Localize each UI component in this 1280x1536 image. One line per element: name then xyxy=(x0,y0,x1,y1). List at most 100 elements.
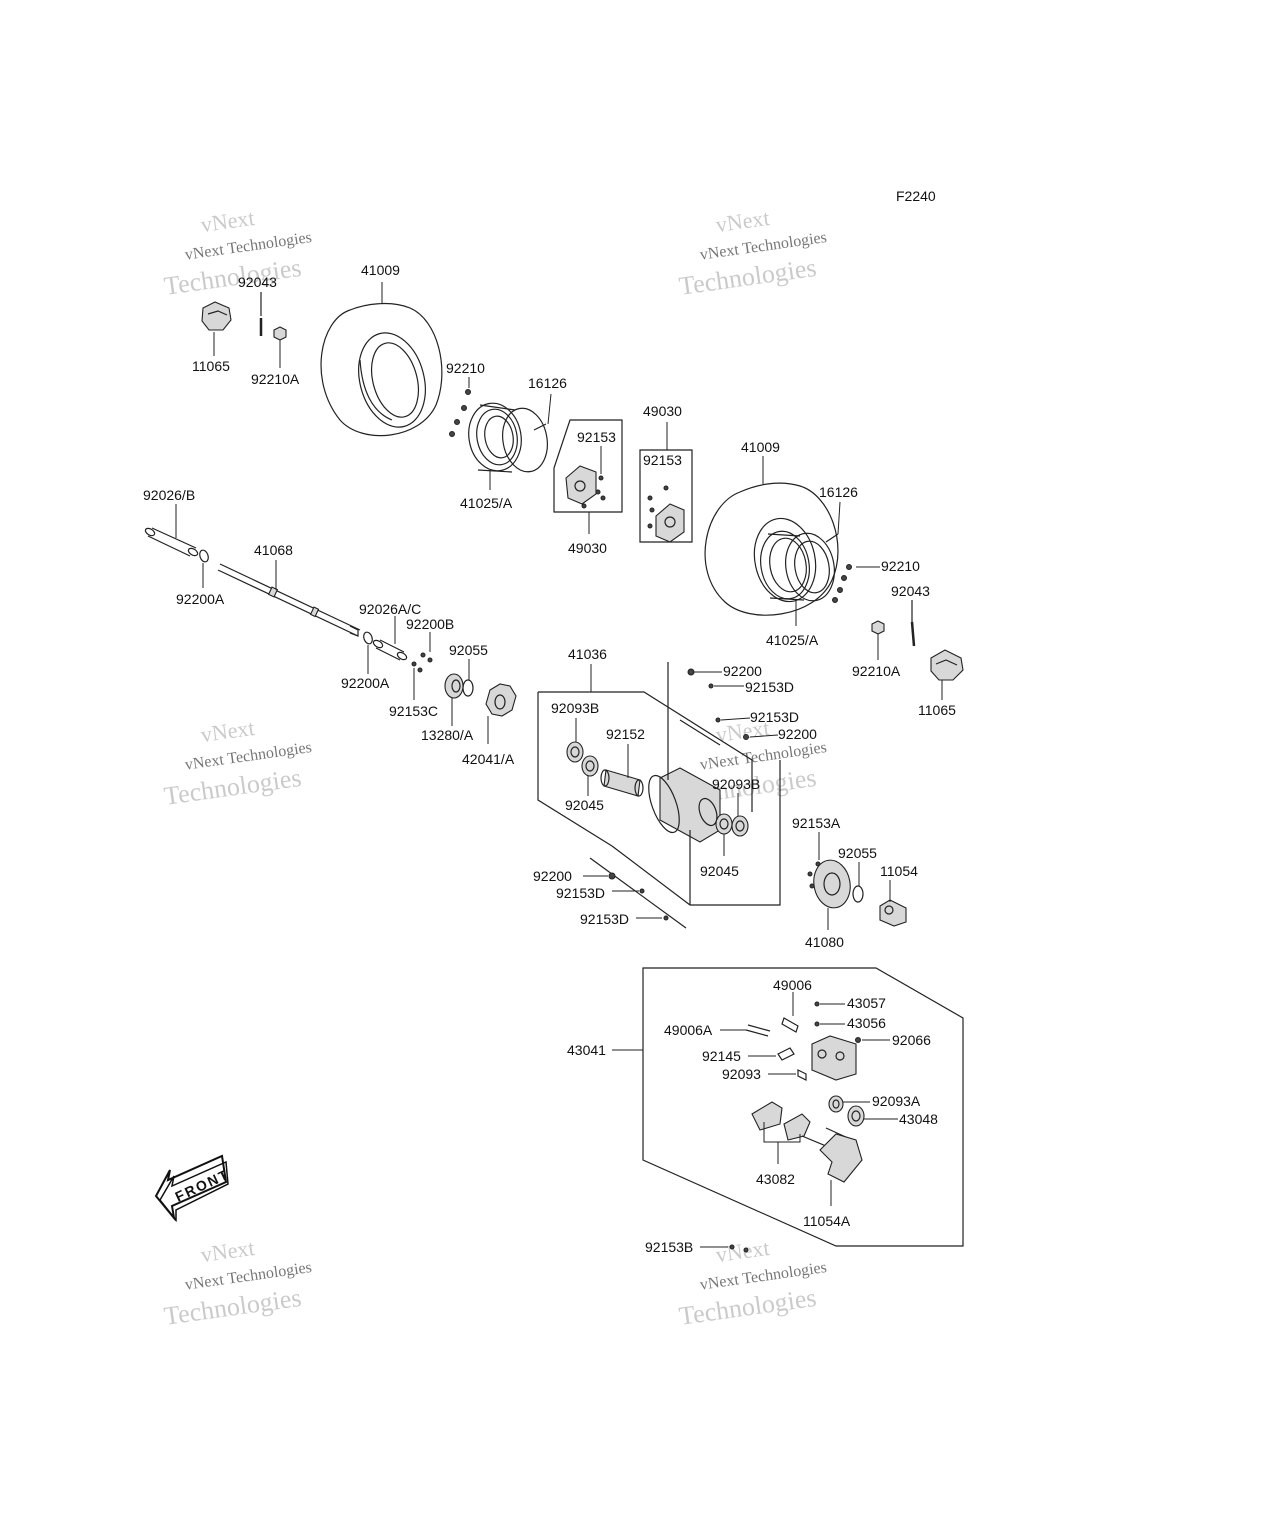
nut-92210A-right[interactable] xyxy=(871,620,885,660)
part-label-41025A-right: 41025/A xyxy=(766,632,819,648)
nuts-92200B[interactable] xyxy=(420,632,433,663)
part-label-92210A-right: 92210A xyxy=(852,663,901,679)
sprocket-42041A[interactable] xyxy=(485,683,517,744)
bolts-92153C[interactable] xyxy=(411,661,423,700)
part-label-92153B: 92153B xyxy=(645,1239,693,1255)
cap-11065-right[interactable] xyxy=(930,649,964,700)
part-label-92200A-left: 92200A xyxy=(176,591,225,607)
bearing-92045-left[interactable] xyxy=(581,755,599,796)
diagram-code: F2240 xyxy=(896,188,936,204)
pin-49006A[interactable] xyxy=(720,1024,771,1037)
part-label-92153D-bottom1: 92153D xyxy=(556,885,605,901)
pin-49006[interactable] xyxy=(781,992,799,1033)
watermark-top-left: vNext vNext Technologies Technologies xyxy=(162,205,313,301)
part-label-92045-left: 92045 xyxy=(565,797,604,813)
brake-disc-41080[interactable] xyxy=(810,857,854,930)
bearing-92045-right[interactable] xyxy=(715,813,733,856)
valve-16126-left[interactable] xyxy=(533,393,552,431)
piston-43048[interactable] xyxy=(847,1105,898,1127)
axle-cover-92026AC[interactable] xyxy=(372,616,408,661)
part-label-11065-right: 11065 xyxy=(918,702,956,718)
nut-92200-top[interactable] xyxy=(687,668,722,676)
sleeve-92152[interactable] xyxy=(600,744,644,797)
svg-text:Technologies: Technologies xyxy=(162,1283,303,1331)
clip-92093[interactable] xyxy=(768,1069,807,1081)
valve-16126-right[interactable] xyxy=(825,501,841,543)
svg-text:Technologies: Technologies xyxy=(677,1283,818,1331)
rim-41025A-left[interactable] xyxy=(463,399,552,490)
bolt-92153D-bottom1[interactable] xyxy=(612,888,645,894)
part-label-92026AC: 92026A/C xyxy=(359,601,421,617)
seal-92093B-left[interactable] xyxy=(566,718,584,763)
nut-92200-bottom[interactable] xyxy=(583,872,616,880)
axle-41068[interactable] xyxy=(217,560,361,637)
part-label-49030-left: 49030 xyxy=(568,540,607,556)
part-label-41009-right: 41009 xyxy=(741,439,780,455)
bolts-92153B[interactable] xyxy=(700,1244,749,1253)
part-label-11065-left: 11065 xyxy=(192,358,230,374)
bolt-92153D-top[interactable] xyxy=(708,683,744,689)
part-label-49006A: 49006A xyxy=(664,1022,713,1038)
nut-92200-mid[interactable] xyxy=(743,734,779,740)
part-label-92055-right: 92055 xyxy=(838,845,877,861)
part-label-92200A-right: 92200A xyxy=(341,675,390,691)
nuts-92210-left[interactable] xyxy=(449,377,471,437)
watermark-top-right: vNext vNext Technologies Technologies xyxy=(677,205,828,301)
brake-pads-43082[interactable] xyxy=(751,1101,811,1164)
watermark-bottom-left: vNext vNext Technologies Technologies xyxy=(162,1235,313,1331)
hub-49030-left[interactable] xyxy=(553,419,623,534)
watermark-mid-left: vNext vNext Technologies Technologies xyxy=(162,715,313,811)
part-label-49006: 49006 xyxy=(773,977,812,993)
part-label-41025A-left: 41025/A xyxy=(460,495,513,511)
axle-housing-41036[interactable] xyxy=(642,662,721,905)
caliper-body[interactable] xyxy=(811,1035,890,1081)
part-label-92093B-left: 92093B xyxy=(551,700,599,716)
part-label-92153D-top: 92153D xyxy=(745,679,794,695)
hub-49030-right[interactable] xyxy=(639,422,693,543)
part-label-92200-mid: 92200 xyxy=(778,726,817,742)
tire-41009-left[interactable] xyxy=(320,282,443,437)
rim-41025A-right[interactable] xyxy=(755,527,839,626)
part-label-16126-right: 16126 xyxy=(819,484,858,500)
svg-text:Technologies: Technologies xyxy=(162,253,303,301)
part-label-92153A: 92153A xyxy=(792,815,841,831)
part-label-92043-right: 92043 xyxy=(891,583,930,599)
part-label-41068: 41068 xyxy=(254,542,293,558)
svg-text:vNext: vNext xyxy=(714,1235,771,1267)
part-label-92200-bottom: 92200 xyxy=(533,868,572,884)
hub-11054[interactable] xyxy=(879,880,907,927)
seal-92093B-right[interactable] xyxy=(731,793,749,837)
svg-text:vNext: vNext xyxy=(199,205,256,237)
bracket-11054A[interactable] xyxy=(801,1127,863,1206)
part-label-92210-left: 92210 xyxy=(446,360,485,376)
washer-92200A-right[interactable] xyxy=(362,631,374,674)
part-label-92200-top: 92200 xyxy=(723,663,762,679)
cap-11065-left[interactable] xyxy=(201,301,232,356)
nut-92210A-left[interactable] xyxy=(273,326,287,368)
oring-92055-right[interactable] xyxy=(852,862,864,903)
part-label-92145: 92145 xyxy=(702,1048,741,1064)
part-label-92093A: 92093A xyxy=(872,1093,921,1109)
part-label-41080: 41080 xyxy=(805,934,844,950)
part-label-92066: 92066 xyxy=(892,1032,931,1048)
washer-92200A-left[interactable] xyxy=(198,549,210,588)
tire-41009-right[interactable] xyxy=(704,456,839,616)
part-label-11054: 11054 xyxy=(880,863,918,879)
cotter-pin-92043-right[interactable] xyxy=(910,600,916,647)
seal-92093A[interactable] xyxy=(828,1095,870,1113)
part-label-49030-right: 49030 xyxy=(643,403,682,419)
sprocket-hub-13280A[interactable] xyxy=(444,673,464,726)
part-label-92210-right: 92210 xyxy=(881,558,920,574)
part-label-92153C: 92153C xyxy=(389,703,438,719)
axle-cover-92026B[interactable] xyxy=(144,504,199,557)
bolt-92153D-mid[interactable] xyxy=(715,717,751,723)
part-label-92045-right: 92045 xyxy=(700,863,739,879)
part-label-11054A: 11054A xyxy=(803,1213,851,1229)
nuts-92210-right[interactable] xyxy=(832,564,881,603)
bolt-43056[interactable] xyxy=(814,1021,845,1027)
bolt-43057[interactable] xyxy=(814,1001,845,1007)
bolt-92153D-bottom2[interactable] xyxy=(636,915,669,921)
oring-92055-left[interactable] xyxy=(462,659,474,697)
spring-92145[interactable] xyxy=(748,1047,795,1061)
